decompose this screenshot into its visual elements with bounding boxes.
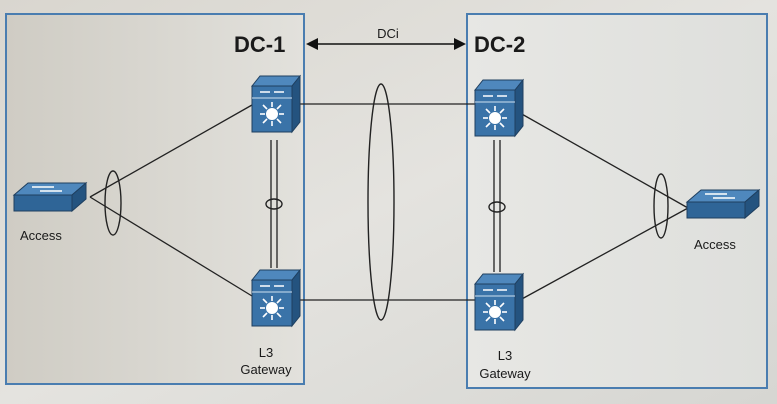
dc2-title: DC-2 bbox=[474, 32, 525, 57]
port-channel-left-ellipse bbox=[104, 170, 122, 236]
link-access-left-to-dc1-top bbox=[89, 104, 253, 198]
network-links bbox=[89, 103, 689, 301]
dc1-title: DC-1 bbox=[234, 32, 285, 57]
gateway-right-line2: Gateway bbox=[479, 366, 531, 381]
dc1-bottom-switch-icon bbox=[251, 269, 301, 327]
port-channel-right-ellipse bbox=[653, 173, 669, 239]
link-access-left-to-dc1-bottom bbox=[89, 196, 253, 297]
peer-link-dc2-ellipse bbox=[488, 201, 506, 213]
gateway-left-line2: Gateway bbox=[240, 362, 292, 377]
gateway-right-line1: L3 bbox=[498, 348, 512, 363]
access-right-switch-icon bbox=[686, 189, 760, 219]
access-left-switch-icon bbox=[13, 182, 87, 212]
dci-arrow bbox=[306, 38, 466, 50]
link-dc2-bottom-to-access-right bbox=[519, 207, 689, 301]
dci-port-channel-ellipse bbox=[367, 83, 395, 321]
peer-link-dc1-ellipse bbox=[265, 198, 283, 210]
access-right-label: Access bbox=[694, 237, 736, 252]
dc2-bottom-switch-icon bbox=[474, 273, 524, 331]
dc1-top-switch-icon bbox=[251, 75, 301, 133]
gateway-left-line1: L3 bbox=[259, 345, 273, 360]
access-left-label: Access bbox=[20, 228, 62, 243]
dci-label: DCi bbox=[377, 26, 399, 41]
dc2-top-switch-icon bbox=[474, 79, 524, 137]
link-dc2-top-to-access-right bbox=[519, 112, 689, 209]
